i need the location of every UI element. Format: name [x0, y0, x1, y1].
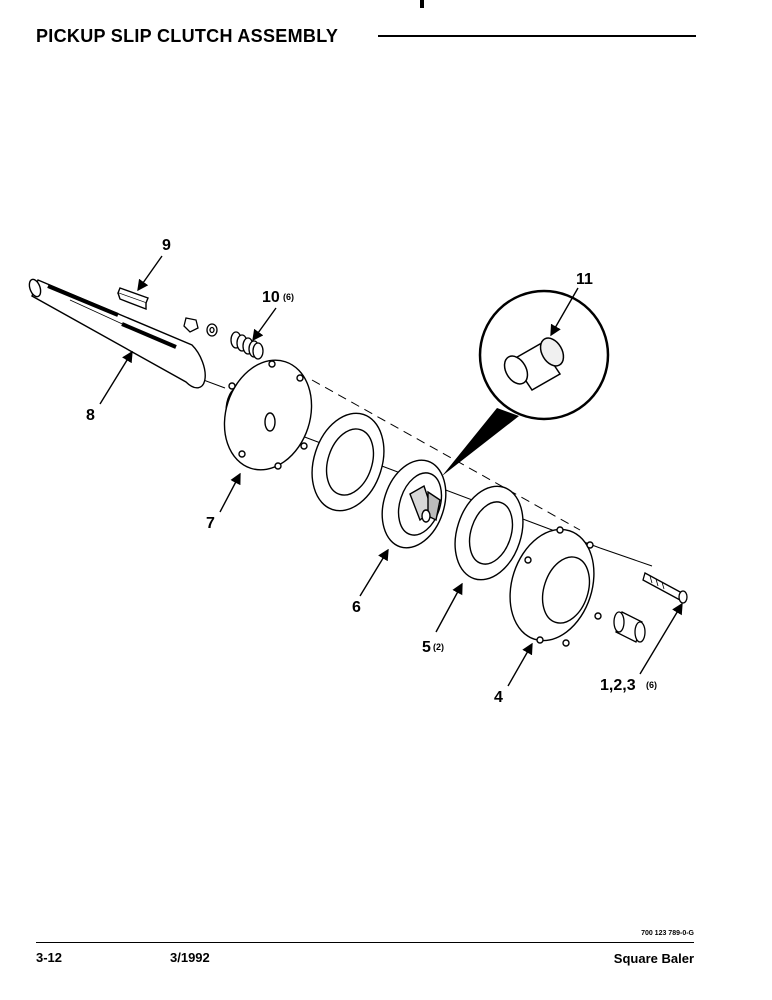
key-part-9 [117, 287, 149, 311]
svg-text:(6): (6) [283, 292, 294, 302]
pressure-flange-part-4 [509, 526, 602, 647]
callout-9: 9 [162, 237, 171, 254]
bushing-loose [613, 611, 646, 643]
svg-text:6: 6 [352, 599, 361, 616]
page-title: PICKUP SLIP CLUTCH ASSEMBLY [36, 26, 339, 46]
svg-text:4: 4 [494, 689, 503, 706]
page-number: 3-12 [36, 950, 63, 965]
drawing-number: 700 123 789-0-G [641, 930, 694, 937]
bolt-part-1-2-3 [642, 572, 688, 604]
svg-text:(2): (2) [433, 642, 444, 652]
product-name: Square Baler [613, 951, 694, 966]
callout-7: 7 [206, 515, 215, 532]
leader-lines [99, 255, 683, 687]
bushing-detail-part-11 [442, 289, 610, 476]
callout-8: 8 [86, 407, 95, 424]
footer-rule [36, 942, 694, 943]
callout-5: 5 (2) [422, 639, 444, 656]
shaft-part-8 [28, 278, 206, 389]
svg-text:(6): (6) [646, 680, 657, 690]
callout-10: 10 (6) [262, 289, 294, 306]
svg-text:9: 9 [162, 237, 171, 254]
clutch-plate-part-6 [381, 459, 447, 549]
publication-date: 3/1992 [170, 950, 210, 965]
spring-nut-washer-part-10 [183, 317, 264, 360]
top-crop-mark [420, 0, 424, 8]
callout-11: 11 [576, 271, 593, 288]
friction-disc-upper [311, 412, 385, 512]
title-rule [378, 35, 696, 37]
callout-1-2-3: 1,2,3 (6) [600, 677, 657, 694]
hub-flange-part-7 [223, 359, 313, 471]
svg-text:7: 7 [206, 515, 215, 532]
callout-4: 4 [494, 689, 503, 706]
page-header: PICKUP SLIP CLUTCH ASSEMBLY [36, 24, 696, 52]
callout-6: 6 [352, 599, 361, 616]
friction-disc-part-5 [454, 485, 524, 581]
svg-text:1,2,3: 1,2,3 [600, 677, 636, 694]
svg-text:10: 10 [262, 289, 280, 306]
svg-text:5: 5 [422, 639, 431, 656]
svg-text:11: 11 [576, 271, 593, 288]
svg-text:8: 8 [86, 407, 95, 424]
